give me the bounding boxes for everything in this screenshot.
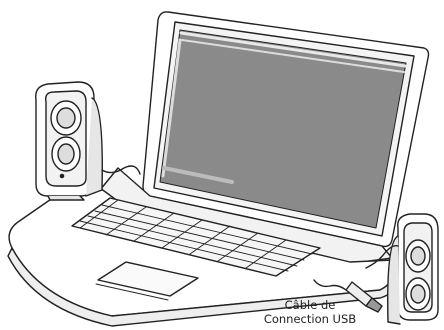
- left-speaker: [36, 82, 103, 200]
- usb-cable-label: Câble de Connection USB: [250, 298, 370, 326]
- callout-line-1: Câble de: [250, 298, 370, 312]
- right-speaker: [388, 214, 438, 324]
- callout-line-2: Connection USB: [250, 312, 370, 326]
